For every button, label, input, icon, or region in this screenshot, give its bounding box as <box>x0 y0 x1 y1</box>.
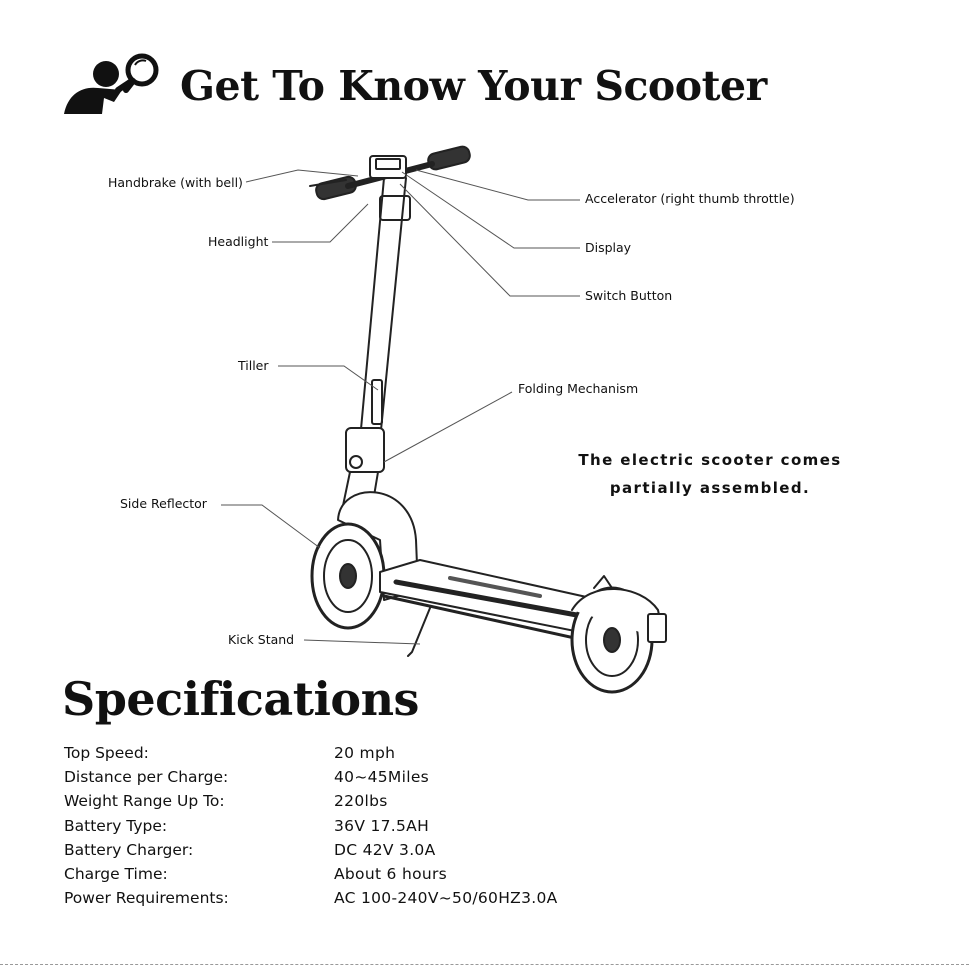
spec-row: Power Requirements: AC 100-240V~50/60HZ3… <box>64 886 558 910</box>
spec-value: 220lbs <box>334 792 388 811</box>
spec-row: Distance per Charge: 40~45Miles <box>64 765 558 789</box>
callout-display: Display <box>585 240 632 255</box>
spec-label: Power Requirements: <box>64 889 229 908</box>
spec-row: Battery Type: 36V 17.5AH <box>64 814 558 838</box>
spec-row: Charge Time: About 6 hours <box>64 862 558 886</box>
callout-accelerator: Accelerator (right thumb throttle) <box>585 191 795 206</box>
callout-switch-button: Switch Button <box>585 288 673 303</box>
callout-handbrake: Handbrake (with bell) <box>108 175 243 190</box>
spec-row: Top Speed: 20 mph <box>64 741 558 765</box>
spec-table: Top Speed: 20 mph Distance per Charge: 4… <box>64 741 558 910</box>
spec-label: Charge Time: <box>64 864 168 883</box>
specifications-title: Specifications <box>62 672 419 726</box>
spec-label: Weight Range Up To: <box>64 792 225 811</box>
callout-headlight: Headlight <box>208 234 269 249</box>
callout-kick-stand: Kick Stand <box>228 632 295 647</box>
page-bottom-divider <box>0 964 969 965</box>
spec-value: DC 42V 3.0A <box>334 840 436 859</box>
spec-label: Distance per Charge: <box>64 768 229 787</box>
spec-value: 40~45Miles <box>334 768 430 787</box>
page-title: Get To Know Your Scooter <box>180 62 767 110</box>
spec-value: 36V 17.5AH <box>334 816 430 835</box>
callout-side-reflector: Side Reflector <box>120 496 207 511</box>
spec-value: 20 mph <box>334 744 396 762</box>
callout-folding-mechanism: Folding Mechanism <box>518 381 639 396</box>
spec-row: Weight Range Up To: 220lbs <box>64 789 558 813</box>
spec-label: Battery Charger: <box>64 840 194 859</box>
assembly-note-line-2: partially assembled. <box>609 479 811 497</box>
spec-value: About 6 hours <box>334 864 448 883</box>
callout-tiller: Tiller <box>238 358 269 373</box>
person-magnifier-icon <box>64 53 159 114</box>
spec-label: Battery Type: <box>64 816 168 835</box>
spec-label: Top Speed: <box>64 744 149 762</box>
assembly-note-line-1: The electric scooter comes <box>578 451 842 469</box>
scooter-diagram <box>221 145 667 694</box>
assembly-note: The electric scooter comes partially ass… <box>560 446 860 502</box>
spec-row: Battery Charger: DC 42V 3.0A <box>64 838 558 862</box>
spec-value: AC 100-240V~50/60HZ3.0A <box>334 889 558 908</box>
